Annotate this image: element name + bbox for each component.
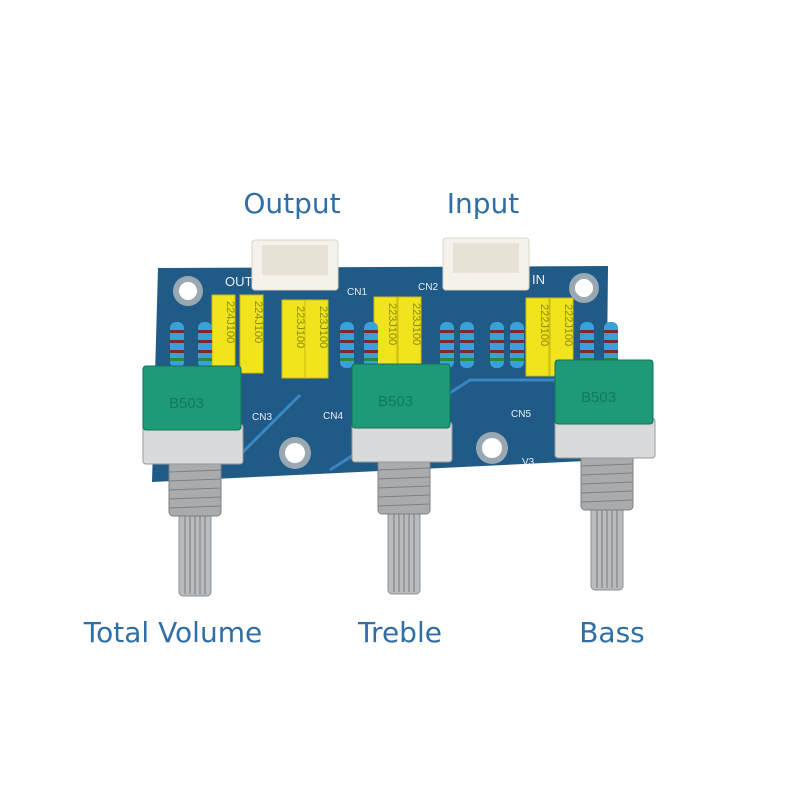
resistor — [460, 322, 474, 368]
capacitor: 223J100 — [373, 296, 398, 376]
capacitor: 222J100 — [549, 297, 574, 377]
resistor — [440, 322, 454, 368]
silk-cn4: CN4 — [323, 411, 343, 422]
label-bass: Bass — [579, 616, 645, 649]
resistors — [170, 322, 618, 368]
resistor — [198, 322, 212, 368]
label-output: Output — [243, 187, 341, 220]
silk-in: IN — [532, 272, 545, 287]
capacitor: 222J100 — [525, 297, 550, 377]
silk-v3: V3 — [522, 457, 535, 468]
capacitor-marking: 222J100 — [562, 304, 574, 346]
potentiometer: B503 — [554, 359, 656, 591]
potentiometer: B503 — [142, 365, 244, 597]
capacitor: 224J100 — [211, 294, 236, 374]
capacitor-marking: 224J100 — [252, 301, 264, 343]
resistor — [170, 322, 184, 368]
silk-cn1: CN1 — [347, 287, 367, 298]
potentiometers: B503 B503 B503 — [142, 359, 656, 597]
label-treble: Treble — [358, 616, 442, 649]
capacitor-marking: 223J100 — [386, 303, 398, 345]
capacitor: 223J100 — [281, 299, 306, 379]
label-total-volume: Total Volume — [83, 616, 263, 649]
capacitor: 224J100 — [239, 294, 264, 374]
capacitor: 223J100 — [304, 299, 329, 379]
output-connector — [251, 239, 339, 291]
capacitor-marking: 223J100 — [294, 306, 306, 348]
resistor — [510, 322, 524, 368]
capacitor: 223J100 — [397, 296, 422, 376]
potentiometer: B503 — [351, 363, 453, 595]
capacitor-marking: 222J100 — [538, 304, 550, 346]
potentiometer-marking: B503 — [581, 389, 616, 406]
resistor — [364, 322, 378, 368]
silk-out: OUT — [225, 274, 253, 289]
mounting-holes — [173, 273, 599, 469]
potentiometer-marking: B503 — [378, 393, 413, 410]
capacitor-marking: 223J100 — [317, 306, 329, 348]
resistor — [340, 322, 354, 368]
input-connector — [442, 237, 530, 291]
resistor — [490, 322, 504, 368]
silk-cn5: CN5 — [511, 409, 531, 420]
silk-cn3: CN3 — [252, 412, 272, 423]
capacitor-marking: 223J100 — [410, 303, 422, 345]
capacitor-marking: 224J100 — [224, 301, 236, 343]
label-input: Input — [446, 187, 520, 220]
potentiometer-marking: B503 — [169, 395, 204, 412]
silk-cn2: CN2 — [418, 282, 438, 293]
